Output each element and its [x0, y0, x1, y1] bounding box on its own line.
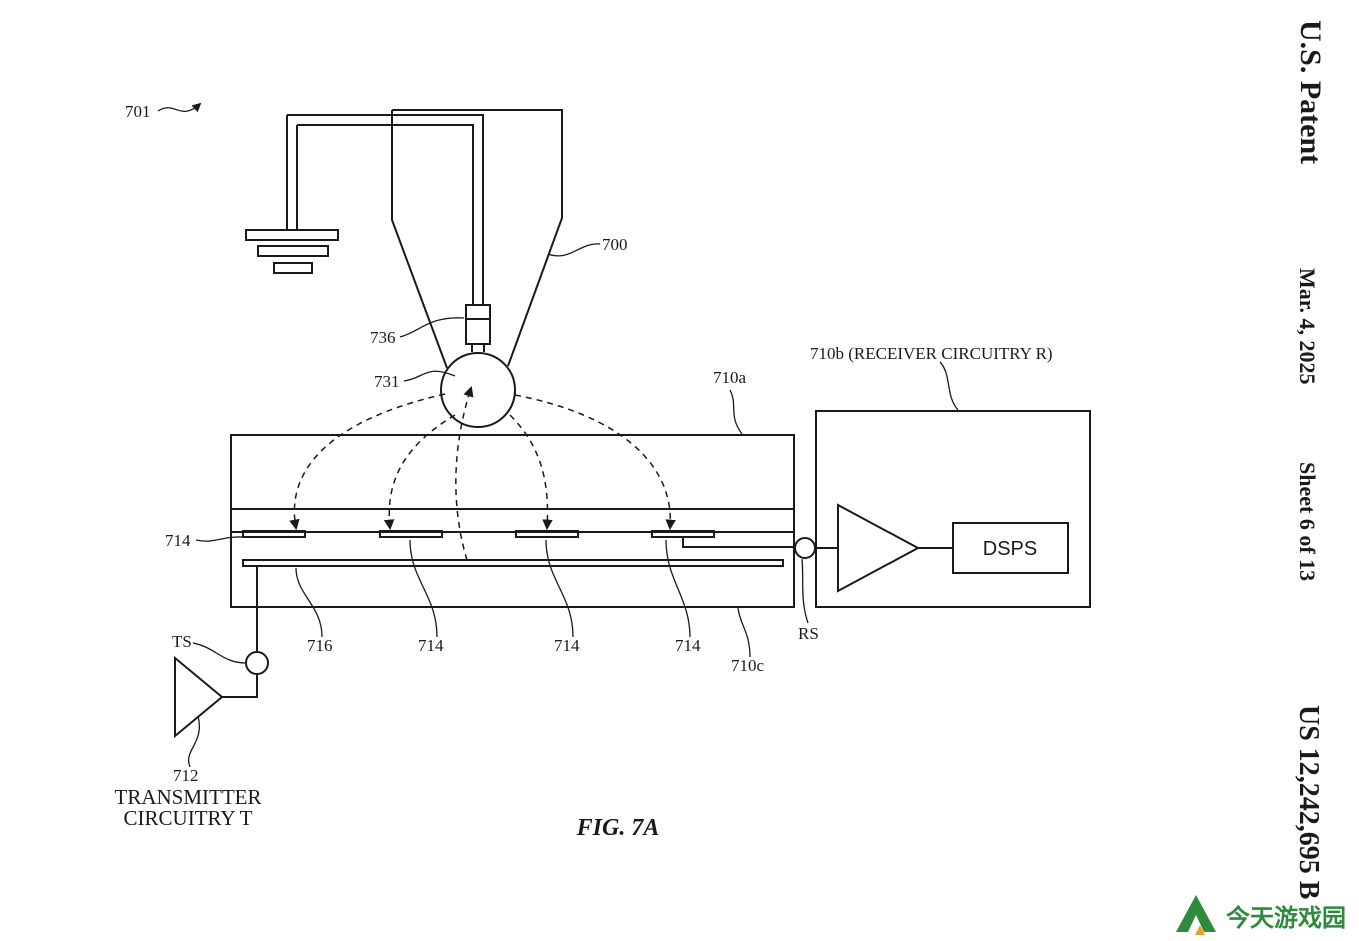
field-lines — [289, 385, 676, 561]
label-716: 716 — [307, 636, 333, 655]
ts-node — [245, 651, 269, 675]
header-date: Mar. 4, 2025 — [1295, 268, 1320, 385]
tip-731 — [440, 352, 516, 428]
label-ts: TS — [172, 632, 192, 651]
header-sheet: Sheet 6 of 13 — [1295, 462, 1320, 581]
transmitter-caption-1: TRANSMITTER — [115, 785, 262, 809]
dsps-box — [952, 522, 1069, 574]
label-714-b: 714 — [554, 636, 580, 655]
label-731: 731 — [374, 372, 400, 391]
label-714-left: 714 — [165, 531, 191, 550]
label-rs: RS — [798, 624, 819, 643]
header-title: U.S. Patent — [1294, 20, 1327, 164]
receiver-710b — [794, 410, 1091, 608]
dsps-label: DSPS — [983, 538, 1037, 560]
leader-lines — [157, 102, 959, 768]
ground-symbol — [245, 229, 339, 274]
transmitter-712 — [174, 566, 269, 739]
rs-node — [794, 537, 816, 559]
component-736 — [465, 304, 491, 352]
header-number: US 12,242,695 B — [1293, 705, 1324, 899]
patent-header: U.S. Patent Mar. 4, 2025 Sheet 6 of 13 U… — [1293, 20, 1327, 899]
labels: 701 700 736 731 710a 710b (RECEIVER CIRC… — [115, 102, 1053, 841]
watermark-logo-icon — [1176, 895, 1216, 935]
label-714-c: 714 — [675, 636, 701, 655]
label-712: 712 — [173, 766, 199, 785]
label-701: 701 — [125, 102, 151, 121]
watermark: 今天游戏园 — [1176, 895, 1346, 935]
label-700: 700 — [602, 235, 628, 254]
label-714-a: 714 — [418, 636, 444, 655]
watermark-text: 今天游戏园 — [1226, 904, 1346, 932]
label-710a: 710a — [713, 368, 747, 387]
touch-panel — [230, 434, 795, 608]
label-710c: 710c — [731, 656, 765, 675]
label-710b: 710b (RECEIVER CIRCUITRY R) — [810, 344, 1053, 363]
transmitter-caption-2: CIRCUITRY T — [124, 806, 253, 830]
label-736: 736 — [370, 328, 396, 347]
electrode-716 — [242, 559, 784, 567]
figure-caption: FIG. 7A — [576, 815, 660, 841]
stylus-700 — [286, 109, 563, 369]
